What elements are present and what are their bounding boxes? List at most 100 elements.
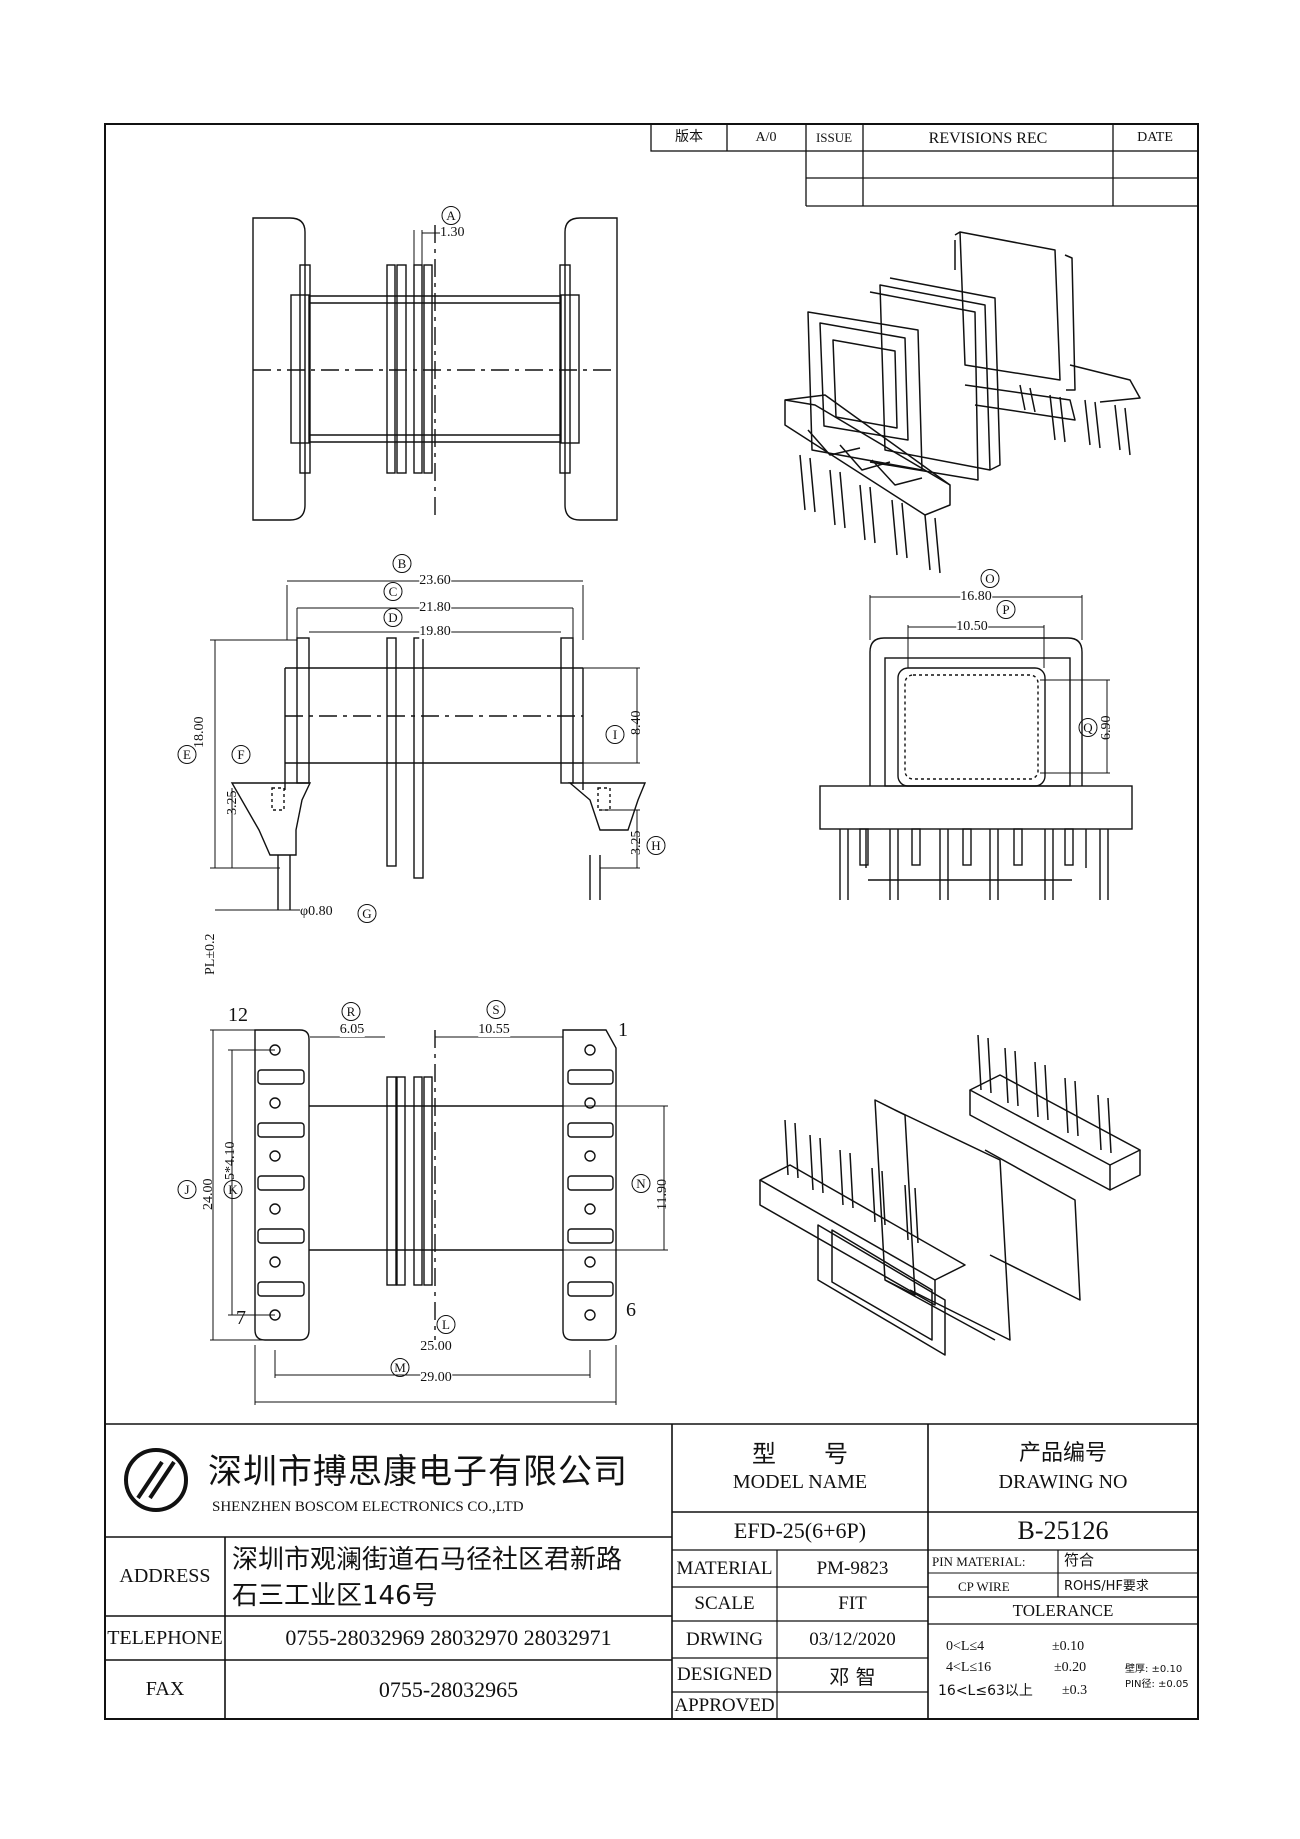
issue-label: ISSUE: [815, 130, 853, 145]
drwing-value: 03/12/2020: [809, 1628, 896, 1650]
dim-tag-b: B: [392, 554, 412, 573]
pin-hole: [269, 1150, 281, 1162]
telephone-label: TELEPHONE: [107, 1626, 223, 1649]
dim-value-i: 8.40: [629, 710, 644, 736]
pin-hole: [584, 1203, 596, 1215]
model-value: EFD-25(6+6P): [733, 1518, 867, 1543]
telephone-value: 0755-28032969 28032970 28032971: [285, 1625, 612, 1650]
pin-hole: [269, 1256, 281, 1268]
dim-value-pl: PL±0.2: [203, 933, 218, 975]
pin-slot: [567, 1228, 614, 1244]
pin-slot: [567, 1175, 614, 1191]
material-label: MATERIAL: [676, 1557, 773, 1579]
dim-value-d: 19.80: [419, 624, 451, 639]
tolerance-value-3: ±0.3: [1062, 1683, 1088, 1698]
revisions-label: REVISIONS REC: [928, 130, 1048, 147]
front-view: [210, 580, 647, 911]
tolerance-value-2: ±0.20: [1054, 1660, 1087, 1675]
dim-tag-a: A: [441, 206, 461, 225]
isometric-view-bottom: [759, 1034, 1141, 1356]
drawing-no-label-cn: 产品编号: [1018, 1441, 1107, 1466]
dim-value-r: 6.05: [339, 1022, 365, 1037]
title-block: [105, 1423, 1198, 1719]
tolerance-pin: PIN径: ±0.05: [1125, 1679, 1189, 1690]
pin-hole: [584, 1256, 596, 1268]
material-value: PM-9823: [816, 1557, 889, 1579]
fax-label: FAX: [145, 1678, 185, 1700]
dim-tag-e: E: [177, 745, 197, 764]
side-view: [819, 595, 1133, 900]
pin-slot: [257, 1122, 305, 1138]
pin-hole: [269, 1203, 281, 1215]
company-name-cn: 深圳市搏思康电子有限公司: [208, 1452, 628, 1492]
dim-tag-g: G: [357, 904, 377, 923]
dim-tag-d: D: [383, 608, 403, 627]
approved-label: APPROVED: [674, 1694, 775, 1716]
top-view: [252, 217, 618, 521]
pin-slot: [257, 1281, 305, 1297]
drawing-no-label-en: DRAWING NO: [998, 1470, 1128, 1493]
address-line2: 石三工业区146号: [232, 1581, 438, 1611]
pin-slot: [567, 1281, 614, 1297]
designed-label: DESIGNED: [677, 1664, 772, 1685]
dim-value-o: 16.80: [960, 589, 992, 604]
dim-value-b: 23.60: [419, 573, 451, 588]
model-label-en: MODEL NAME: [732, 1470, 868, 1493]
pin-material-rohs: ROHS/HF要求: [1064, 1579, 1149, 1594]
dim-value-e: 18.00: [192, 716, 207, 749]
pin-material-wire: CP WIRE: [958, 1579, 1010, 1594]
tolerance-value-1: ±0.10: [1052, 1639, 1085, 1654]
address-line1: 深圳市观澜街道石马径社区君新路: [232, 1545, 623, 1575]
dim-value-k: 5*4.10: [223, 1141, 238, 1181]
company-name-en: SHENZHEN BOSCOM ELECTRONICS CO.,LTD: [212, 1499, 524, 1515]
pin-slot: [257, 1069, 305, 1085]
dim-tag-r: R: [341, 1002, 361, 1021]
pin-hole: [584, 1044, 596, 1056]
pin-hole: [584, 1309, 596, 1321]
company-logo: [124, 1448, 188, 1512]
isometric-view-top: [784, 231, 1141, 574]
pin-hole: [269, 1097, 281, 1109]
dim-tag-h: H: [646, 836, 666, 855]
dim-value-m2: 29.00: [420, 1370, 452, 1385]
designed-value: 邓 智: [829, 1664, 876, 1689]
drwing-label: DRWING: [685, 1628, 764, 1650]
dim-value-n: 11.90: [655, 1179, 670, 1210]
tolerance-wall: 壁厚: ±0.10: [1125, 1664, 1183, 1675]
dim-tag-l: L: [436, 1315, 456, 1334]
version-value: A/0: [755, 130, 777, 145]
dim-value-j: 24.00: [201, 1178, 216, 1211]
tolerance-range-1: 0<L≤4: [946, 1639, 985, 1654]
dim-tag-c: C: [383, 582, 403, 601]
tolerance-label: TOLERANCE: [1012, 1600, 1114, 1620]
dim-value-f: 3.25: [225, 790, 240, 816]
pin-slot: [257, 1175, 305, 1191]
model-label-cn: 型 号: [752, 1439, 848, 1468]
pin-number-1: 1: [618, 1019, 628, 1041]
tolerance-range-2: 4<L≤16: [946, 1660, 992, 1675]
date-label: DATE: [1137, 130, 1173, 145]
dim-tag-j: J: [177, 1180, 197, 1199]
dim-tag-o: O: [980, 569, 1000, 588]
dim-value-g: φ0.80: [300, 904, 333, 919]
dim-value-m: 25.00: [420, 1339, 452, 1354]
pin-hole: [584, 1150, 596, 1162]
tolerance-range-3: 16<L≤63以上: [938, 1683, 1033, 1699]
pin-number-6: 6: [626, 1299, 636, 1321]
scale-value: FIT: [838, 1593, 867, 1614]
pin-material-value-cn: 符合: [1064, 1551, 1095, 1569]
pin-slot: [567, 1069, 614, 1085]
version-label: 版本: [675, 130, 703, 145]
bottom-view: [210, 1029, 668, 1405]
pin-hole: [584, 1097, 596, 1109]
revision-block: [650, 123, 1199, 207]
pin-number-12: 12: [228, 1004, 248, 1026]
dim-tag-s: S: [486, 1000, 506, 1019]
dim-value-s: 10.55: [478, 1022, 510, 1037]
dim-value-a: 1.30: [440, 225, 465, 240]
dim-value-p: 10.50: [956, 619, 988, 634]
pin-number-7: 7: [236, 1307, 246, 1329]
dim-value-c: 21.80: [419, 600, 451, 615]
dim-tag-i: I: [605, 725, 625, 744]
